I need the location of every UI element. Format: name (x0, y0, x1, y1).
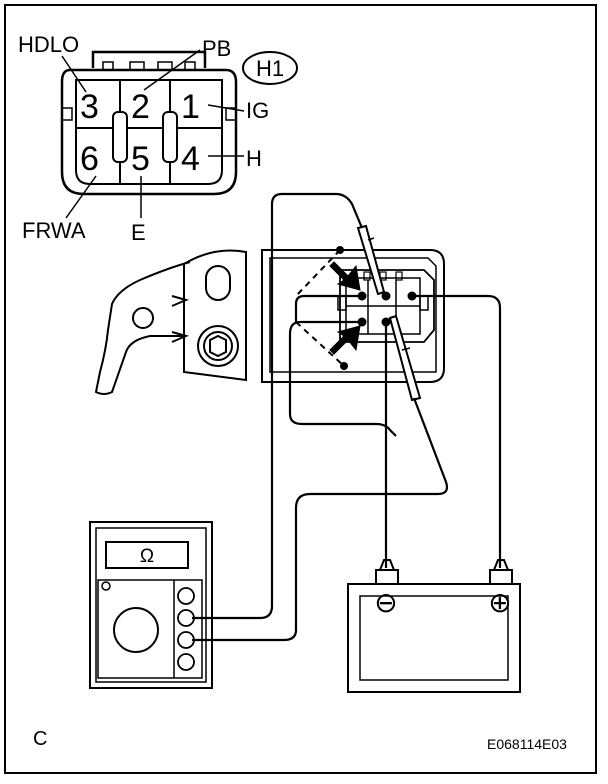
pin-number-6: 6 (80, 140, 99, 178)
figure-code: E068114E03 (487, 736, 567, 752)
pin-number-1: 1 (181, 88, 200, 126)
pin-label-pb: PB (202, 36, 231, 61)
pin-number-4: 4 (181, 140, 200, 178)
pin-number-3: 3 (80, 88, 99, 126)
diagram-frame (4, 4, 597, 774)
ohm-symbol: Ω (140, 546, 154, 567)
pin-label-h: H (246, 146, 262, 171)
pin-label-hdlo: HDLO (18, 32, 79, 57)
pin-label-e: E (131, 220, 146, 245)
connector-id-oval (242, 51, 298, 85)
battery (347, 559, 521, 693)
pin-number-2: 2 (131, 88, 150, 126)
guide-dot-bottom (340, 362, 348, 370)
leader-lines (61, 49, 245, 219)
ohmmeter (89, 521, 213, 689)
battery-negative-icon: ⊖ (374, 587, 397, 618)
connector-id: H1 (256, 56, 284, 81)
component-body (261, 249, 445, 383)
connector-face (60, 50, 238, 196)
pin-label-ig: IG (246, 98, 269, 123)
direction-arrows (329, 261, 361, 355)
guide-dot-top (336, 246, 344, 254)
corner-label: C (33, 728, 47, 750)
pin-label-frwa: FRWA (22, 218, 86, 243)
terminal-points (357, 291, 417, 327)
battery-positive-icon: ⊕ (488, 587, 511, 618)
pin-number-5: 5 (131, 140, 150, 178)
wires (192, 192, 502, 642)
component-bracket (94, 249, 263, 395)
